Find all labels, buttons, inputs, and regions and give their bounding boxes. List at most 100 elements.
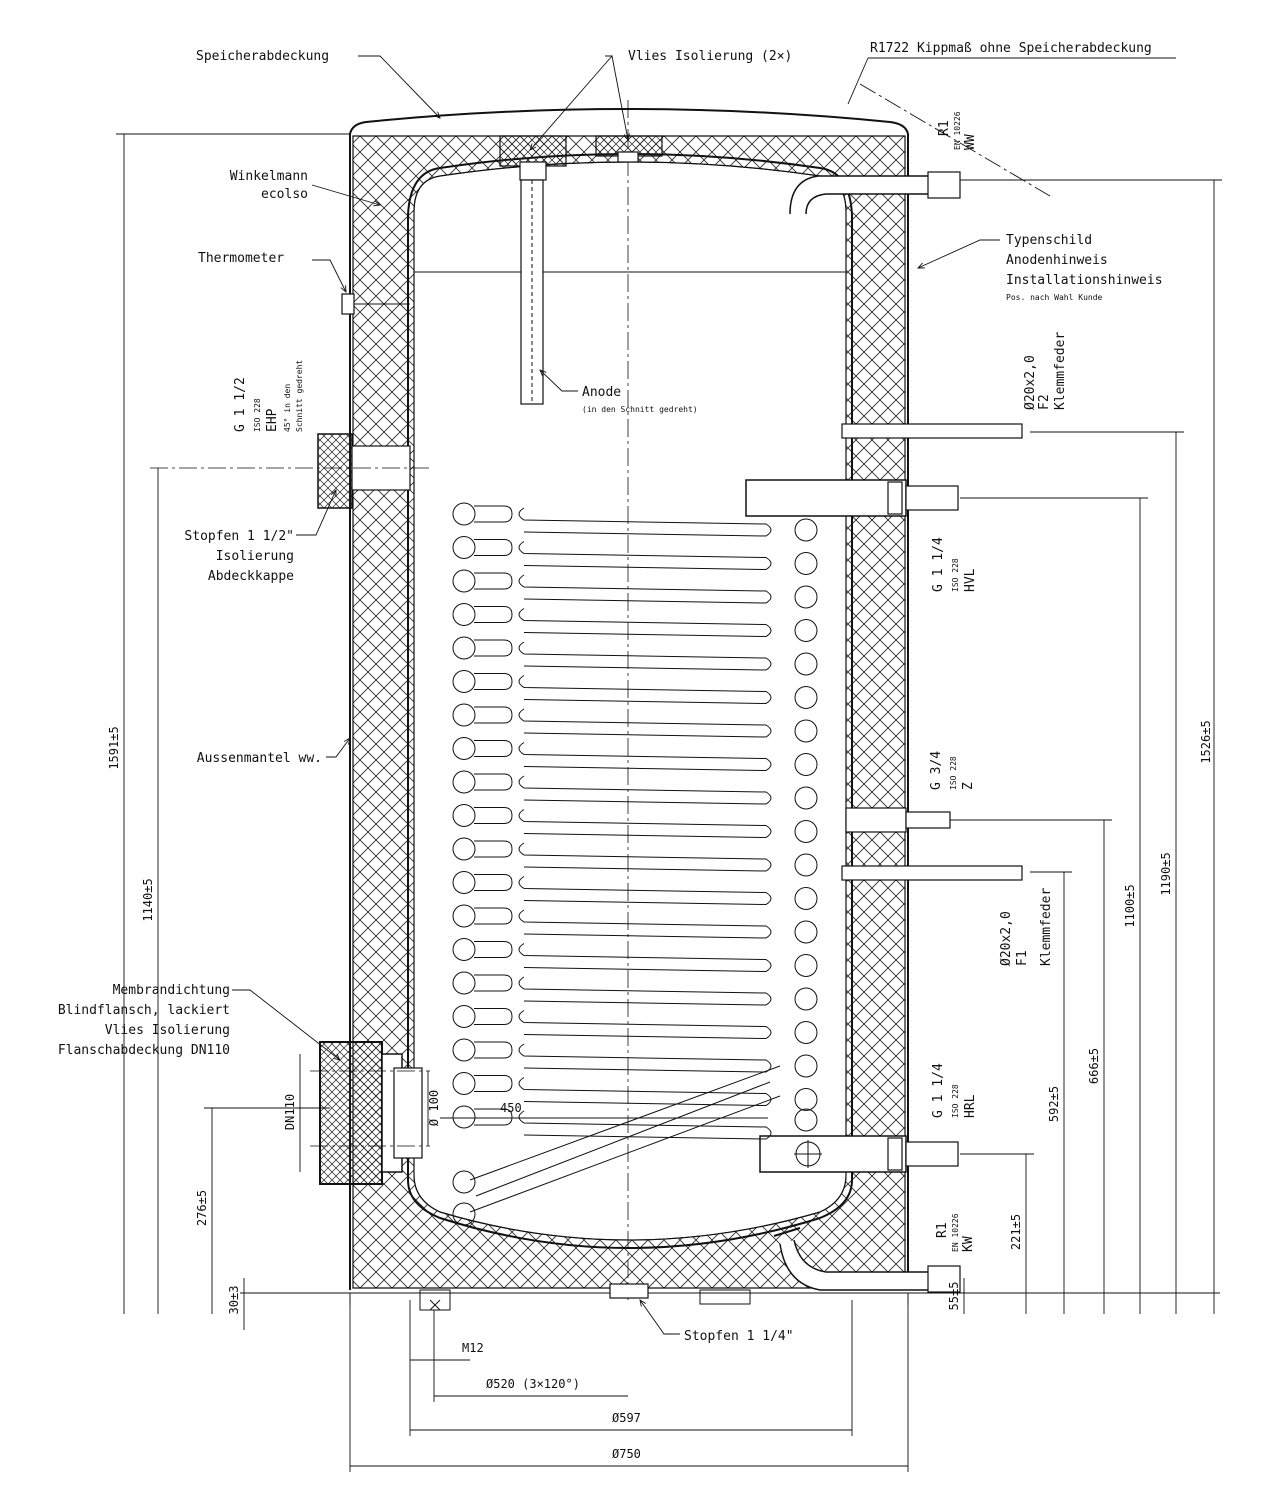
z-std: ISO 228 — [949, 756, 958, 790]
f2-note: Klemmfeder — [1053, 332, 1068, 410]
label-kippmass: R1722 Kippmaß ohne Speicherabdeckung — [870, 41, 1152, 56]
coil-winding — [474, 606, 772, 638]
vlies-pads — [499, 135, 663, 181]
coil-tube-left — [452, 770, 476, 794]
label-ecolso: ecolso — [261, 187, 308, 202]
hvl-size: G 1 1/4 — [931, 537, 946, 592]
kw-size: R1 — [935, 1222, 950, 1238]
label-winkelmann: Winkelmann — [230, 169, 308, 184]
label-stopfen-top: Stopfen 1 1/2" — [184, 529, 294, 544]
coil-tube-left — [452, 904, 476, 928]
coil-winding — [474, 807, 772, 839]
z-size: G 3/4 — [929, 751, 944, 790]
label-anodenhinweis: Anodenhinweis — [1006, 253, 1108, 268]
bottom-plug — [609, 1283, 649, 1299]
text-labels: Speicherabdeckung Vlies Isolierung (2×) … — [58, 41, 1213, 1461]
ehp-size: G 1 1/2 — [233, 377, 248, 432]
dim-hvl-height: 1190±5 — [1159, 852, 1173, 895]
label-pos-kunde: Pos. nach Wahl Kunde — [1006, 293, 1103, 302]
ww-std: EN 10226 — [953, 111, 962, 150]
dim-foot-height: 30±3 — [227, 1286, 241, 1315]
right-ports — [745, 423, 1023, 1293]
coil-tube-bottom — [452, 1170, 476, 1194]
label-membrandichtung: Membrandichtung — [113, 983, 230, 998]
coil-tube-right — [794, 1108, 818, 1132]
coil-tube-left — [452, 737, 476, 760]
dim-d597: Ø597 — [612, 1411, 641, 1425]
coil-winding — [474, 907, 772, 939]
coil-tube-right — [794, 585, 818, 609]
coil-tube-left — [452, 971, 476, 995]
coil-winding — [474, 1008, 772, 1040]
coil-tube-left — [452, 636, 476, 660]
flange — [310, 1041, 430, 1185]
ehp-note1: 45° in den — [283, 384, 292, 432]
heat-exchanger-coil — [452, 502, 818, 1226]
coil-tube-left — [452, 703, 476, 727]
hrl-name: HRL — [963, 1094, 978, 1118]
coil-tube-right — [794, 1021, 818, 1044]
coil-tube-left — [452, 938, 476, 961]
coil-tube-right — [794, 518, 818, 542]
ww-size: R1 — [937, 120, 952, 136]
tank-body — [240, 100, 1220, 1311]
kw-name: KW — [961, 1236, 976, 1252]
f1-note: Klemmfeder — [1039, 888, 1054, 966]
coil-winding — [474, 773, 772, 805]
label-isolierung: Isolierung — [216, 549, 294, 564]
hrl-size: G 1 1/4 — [931, 1063, 946, 1118]
coil-winding — [474, 572, 772, 604]
label-vlies: Vlies Isolierung — [105, 1023, 230, 1038]
label-anode-note: (in den Schnitt gedreht) — [582, 405, 698, 414]
dim-kw-height: 221±5 — [1009, 1214, 1023, 1250]
dim-dn110: DN110 — [283, 1094, 297, 1130]
coil-winding — [474, 840, 772, 872]
coil-tube-right — [794, 1088, 818, 1111]
coil-tube-right — [794, 619, 818, 642]
coil-winding — [474, 505, 772, 537]
coil-winding — [474, 1041, 772, 1073]
thermometer — [341, 293, 410, 315]
label-typenschild: Typenschild — [1006, 233, 1092, 248]
dim-kw-offset: 55±5 — [947, 1282, 961, 1311]
dim-d750: Ø750 — [612, 1447, 641, 1461]
coil-winding — [474, 941, 772, 973]
dimension-lines — [116, 55, 1222, 1472]
coil-tube-left — [452, 871, 476, 894]
dim-ehp-height: 1140±5 — [141, 878, 155, 921]
hvl-name: HVL — [963, 568, 978, 592]
ww-name: WW — [963, 134, 978, 150]
coil-tube-left — [452, 670, 476, 693]
label-thermometer: Thermometer — [198, 251, 284, 266]
coil-tube-right — [794, 887, 818, 910]
coil-winding — [474, 639, 772, 671]
kw-std: EN 10226 — [951, 1213, 960, 1252]
coil-return-pipe — [469, 1065, 781, 1213]
coil-tube-right — [794, 954, 818, 977]
coil-tube-left — [452, 1105, 476, 1129]
dim-phi100: Ø 100 — [427, 1090, 441, 1126]
dim-ww-height: 1526±5 — [1199, 720, 1213, 763]
coil-tube-right — [794, 686, 818, 709]
coil-winding — [474, 1075, 772, 1107]
coil-winding — [474, 539, 772, 571]
coil-winding — [474, 1108, 772, 1140]
dim-450: 450 — [500, 1101, 522, 1115]
anode — [520, 179, 544, 405]
dim-z-height: 1100±5 — [1123, 884, 1137, 927]
coil-tube-left — [452, 1005, 476, 1028]
coil-tube-right — [794, 753, 818, 776]
coil-winding — [474, 706, 772, 738]
coil-tube-left — [452, 536, 476, 559]
coil-tube-right — [794, 820, 818, 843]
coil-tube-right — [794, 652, 818, 676]
f1-size: Ø20x2,0 — [999, 911, 1014, 966]
dim-total-height: 1591±5 — [107, 726, 121, 769]
coil-tube-right — [794, 552, 818, 575]
coil-tube-left — [452, 603, 476, 626]
coil-tube-right — [794, 920, 818, 944]
coil-tube-right — [794, 786, 818, 810]
label-installationshinweis: Installationshinweis — [1006, 273, 1163, 288]
dim-flange-height: 276±5 — [195, 1190, 209, 1226]
